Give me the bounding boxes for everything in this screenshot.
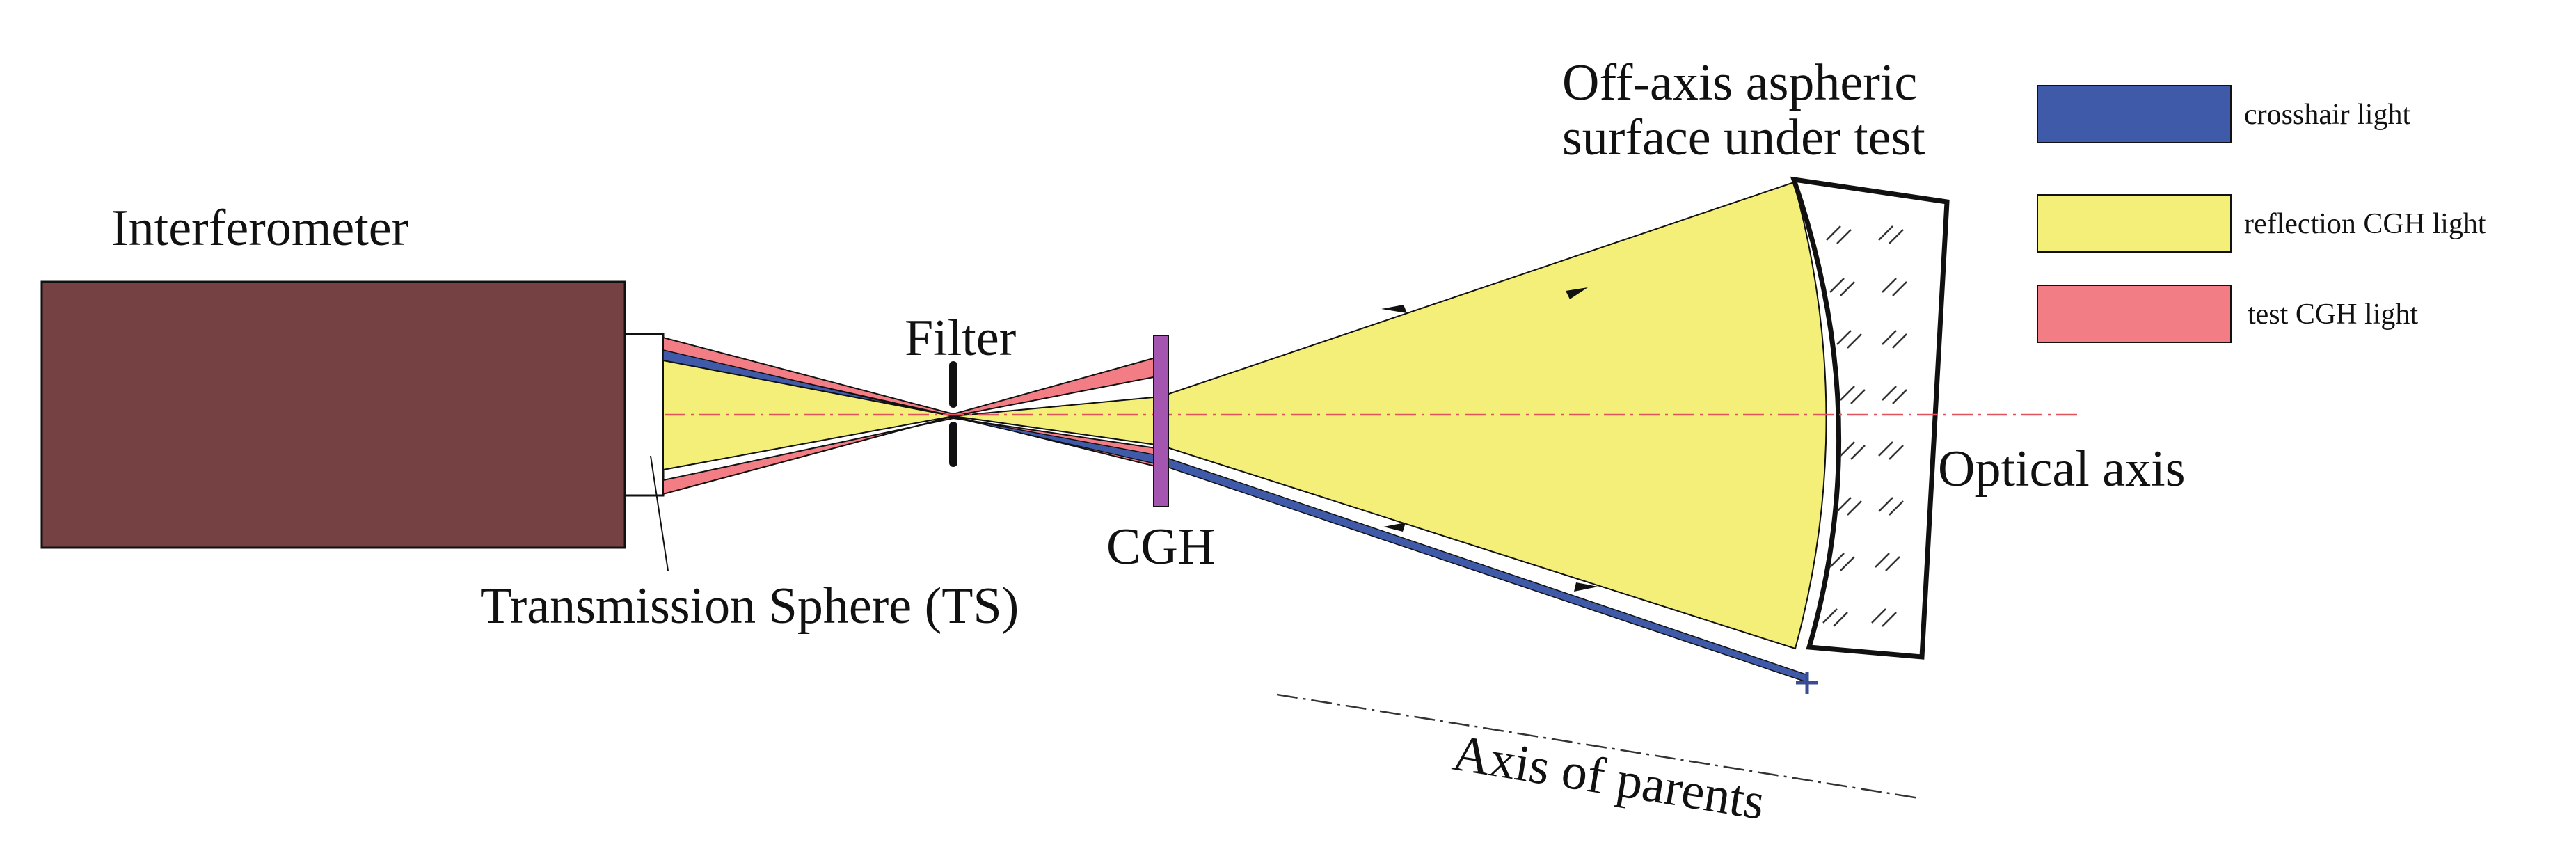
transmission-sphere xyxy=(623,333,665,497)
transmission-sphere-label: Transmission Sphere (TS) xyxy=(480,578,1019,635)
arrowhead-icon xyxy=(1383,523,1406,532)
optical-axis-label: Optical axis xyxy=(1938,441,2186,498)
axis-of-parents-line xyxy=(1276,693,1920,800)
interferometer-body xyxy=(40,280,626,549)
axis-of-parents-label: Axis of parents xyxy=(1449,724,1768,831)
legend-label-test: test CGH light xyxy=(2248,299,2418,331)
legend-swatch-test xyxy=(2037,285,2232,343)
surface-label-line2: surface under test xyxy=(1562,109,1925,166)
aspheric-surface-glass xyxy=(1790,176,1950,660)
legend-label-reflection: reflection CGH light xyxy=(2244,208,2486,240)
legend: crosshair light reflection CGH light tes… xyxy=(2037,85,2486,343)
legend-swatch-crosshair xyxy=(2037,85,2232,143)
arrowhead-icon xyxy=(1381,305,1407,313)
cgh-label: CGH xyxy=(1106,518,1215,576)
cgh-plate xyxy=(1153,335,1169,507)
legend-label-crosshair: crosshair light xyxy=(2244,99,2410,131)
filter-label: Filter xyxy=(905,310,1016,367)
interferometer-label: Interferometer xyxy=(111,200,408,257)
test-cgh-beam-diverging xyxy=(953,181,1827,650)
arrowhead-icon xyxy=(1566,287,1588,299)
arrowhead-icon xyxy=(1574,582,1598,592)
legend-swatch-reflection xyxy=(2037,194,2232,253)
plus-icon xyxy=(1796,672,1818,694)
transmission-sphere-leader xyxy=(650,455,669,571)
surface-label-line1: Off-axis aspheric xyxy=(1562,54,1917,111)
glass-hatching xyxy=(1822,225,1907,627)
